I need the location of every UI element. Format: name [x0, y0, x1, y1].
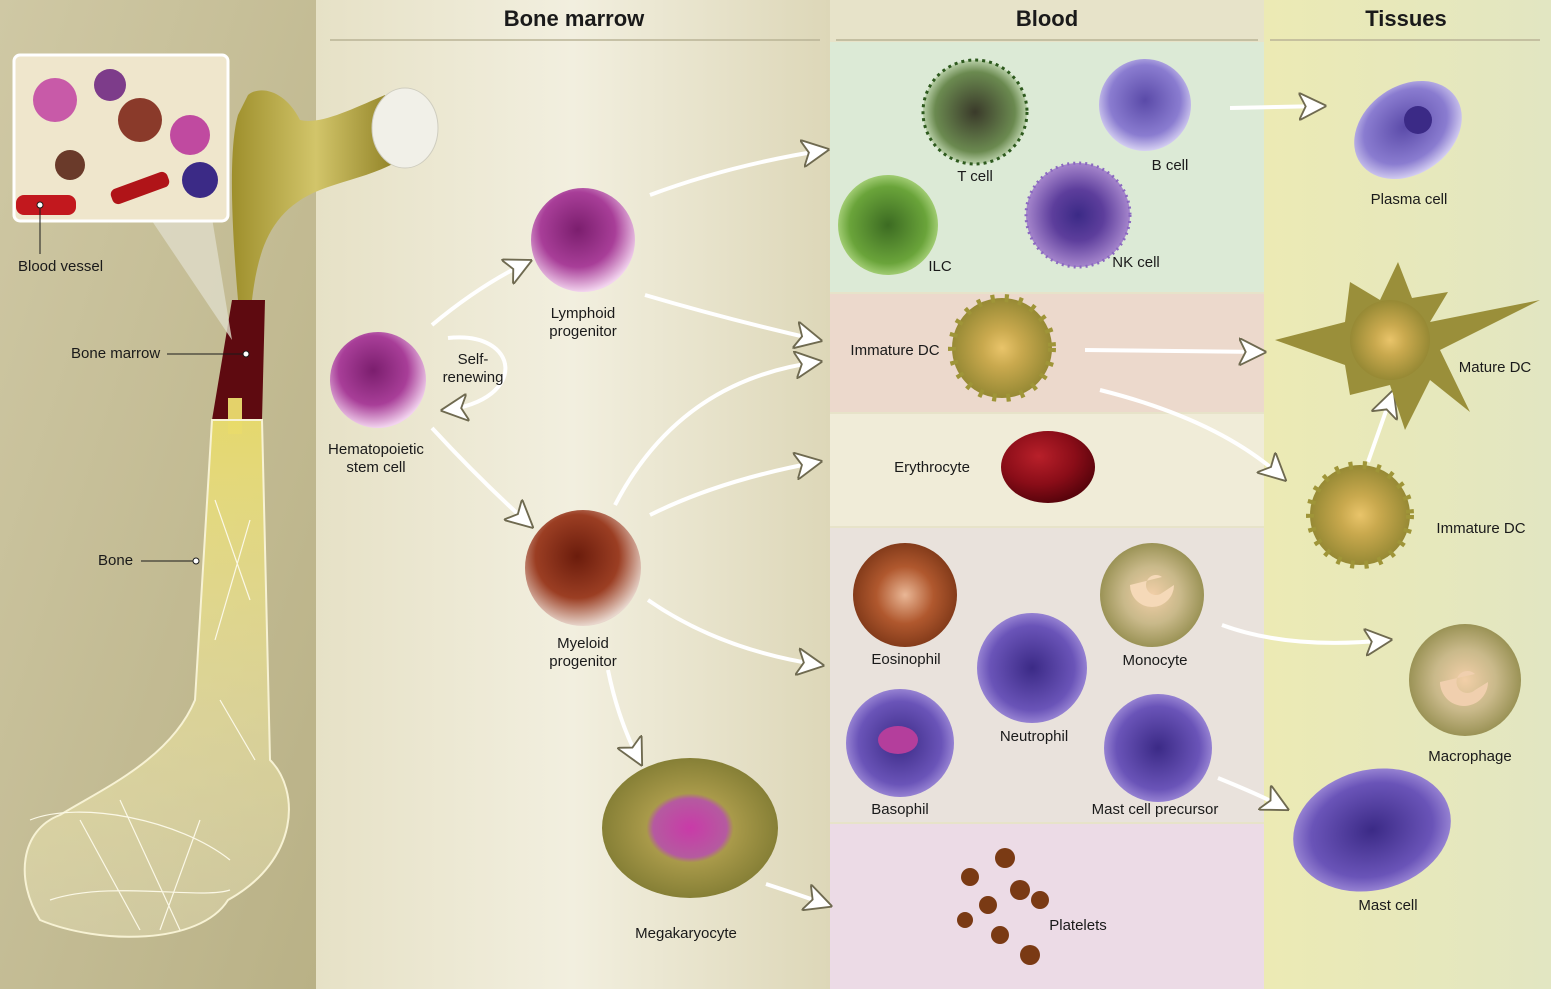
macrophage-graphic — [1409, 624, 1521, 736]
immature-dc-blood-graphic — [948, 294, 1056, 402]
label-self-renewing: Self- renewing — [442, 351, 504, 386]
label-lymphoid-progenitor: Lymphoid progenitor — [549, 305, 617, 340]
arrow-hsc-to-myeloid — [430, 426, 530, 525]
label-hematopoietic-stem-cell: Hematopoietic stem cell — [328, 441, 424, 476]
arrow-dc-to-tissue-immature-dc — [1099, 388, 1283, 478]
arrow-self-renewal — [445, 335, 508, 410]
marrow-inset-image — [12, 53, 230, 223]
label-nk-cell: NK cell — [1112, 254, 1160, 271]
arrow-monocyte-to-macrophage — [1221, 623, 1388, 643]
mature-dc-graphic — [1275, 262, 1540, 430]
label-mast-cell-precursor: Mast cell precursor — [1091, 801, 1219, 818]
platelets-graphic — [957, 848, 1049, 965]
b-cell-graphic — [1099, 59, 1191, 151]
label-erythrocyte: Erythrocyte — [894, 459, 970, 476]
monocyte-graphic — [1100, 543, 1204, 647]
label-platelets: Platelets — [1049, 917, 1107, 934]
label-immature-dc-tissue: Immature DC — [1436, 520, 1526, 537]
label-blood-vessel: Blood vessel — [18, 258, 104, 275]
arrow-lymphoid-to-lymphocytes — [649, 150, 825, 197]
arrow-mast-precursor-to-mast-cell — [1217, 776, 1285, 808]
neutrophil-graphic — [977, 613, 1087, 723]
megakaryocyte-graphic — [602, 758, 778, 898]
column-header-tissues: Tissues — [1365, 6, 1447, 31]
myeloid-progenitor-graphic — [525, 510, 641, 626]
label-basophil: Basophil — [871, 801, 929, 818]
label-myeloid-progenitor: Myeloid progenitor — [549, 635, 617, 670]
inset-callout-wedge — [150, 218, 232, 340]
label-monocyte: Monocyte — [1122, 652, 1188, 669]
arrow-myeloid-to-erythrocyte — [649, 462, 818, 517]
label-neutrophil: Neutrophil — [999, 728, 1069, 745]
arrow-myeloid-to-megakaryocyte — [606, 669, 640, 762]
label-ilc: ILC — [928, 258, 952, 275]
label-megakaryocyte: Megakaryocyte — [635, 925, 737, 942]
platelet-section — [830, 824, 1264, 989]
arrow-lymphoid-to-dc — [644, 293, 818, 340]
arrow-tissue-dc-to-mature-dc — [1366, 394, 1392, 463]
t-cell-graphic — [921, 58, 1029, 166]
column-header-bone-marrow: Bone marrow — [503, 6, 645, 31]
column-header-blood: Blood — [1015, 6, 1079, 31]
femur-bone — [23, 87, 439, 938]
hematopoietic-stem-cell-graphic — [330, 332, 426, 428]
eosinophil-graphic — [853, 543, 957, 647]
arrow-dc-to-mature-dc — [1084, 350, 1262, 352]
bone-dot — [192, 557, 200, 565]
mast-cell-graphic — [1293, 768, 1451, 892]
arrow-myeloid-to-granulocytes — [646, 598, 820, 665]
lymphoid-progenitor-graphic — [531, 188, 635, 292]
erythrocyte-graphic — [1001, 431, 1095, 503]
label-t-cell: T cell — [957, 168, 993, 185]
plasma-cell-graphic — [1354, 80, 1462, 180]
label-macrophage: Macrophage — [1428, 748, 1512, 765]
arrow-megakaryocyte-to-platelets — [765, 882, 828, 905]
label-plasma-cell: Plasma cell — [1370, 191, 1448, 208]
label-eosinophil: Eosinophil — [871, 651, 941, 668]
label-bone: Bone — [98, 552, 134, 569]
label-mature-dc: Mature DC — [1458, 359, 1532, 376]
label-immature-dc-blood: Immature DC — [850, 342, 940, 359]
differentiation-arrows — [430, 106, 1392, 905]
ilc-graphic — [838, 175, 938, 275]
arrow-b-cell-to-plasma-cell — [1229, 106, 1322, 108]
label-bone-marrow: Bone marrow — [71, 345, 161, 362]
label-b-cell: B cell — [1151, 157, 1189, 174]
nk-cell-graphic — [1024, 161, 1132, 269]
mast-cell-precursor-graphic — [1104, 694, 1212, 802]
arrow-hsc-to-lymphoid — [430, 262, 528, 327]
label-mast-cell: Mast cell — [1358, 897, 1418, 914]
immature-dc-tissue-graphic — [1306, 461, 1414, 569]
arrow-myeloid-to-dc — [613, 362, 818, 506]
bone-marrow-dot — [242, 350, 250, 358]
blood-vessel-dot — [36, 201, 44, 209]
basophil-graphic — [846, 689, 954, 797]
